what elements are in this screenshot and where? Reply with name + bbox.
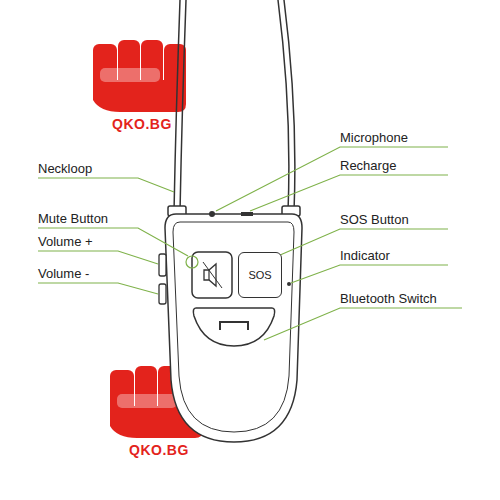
part-label: Mute Button (38, 211, 108, 226)
recharge-port (241, 212, 253, 216)
part-label: Volume + (38, 234, 93, 249)
part-label: Neckloop (38, 161, 92, 176)
sos-button: SOS (238, 252, 282, 298)
indicator-light (287, 282, 291, 286)
watermark: QKO.BG (112, 116, 172, 132)
part-label: SOS Button (340, 212, 409, 227)
microphone-hole (209, 211, 215, 217)
watermark-logo (93, 40, 186, 112)
part-label: Microphone (340, 130, 408, 145)
part-label: Indicator (340, 248, 390, 263)
device-body (165, 206, 302, 442)
leader-end (186, 256, 198, 268)
part-label: Recharge (340, 158, 396, 173)
part-label: Volume - (38, 266, 89, 281)
leader-line (38, 147, 462, 340)
watermark: QKO.BG (129, 442, 189, 458)
bluetooth-switch (193, 308, 274, 346)
mute-button (192, 252, 232, 298)
part-label: Bluetooth Switch (340, 291, 437, 306)
button-label: SOS (248, 269, 271, 281)
volume-buttons (159, 254, 166, 304)
